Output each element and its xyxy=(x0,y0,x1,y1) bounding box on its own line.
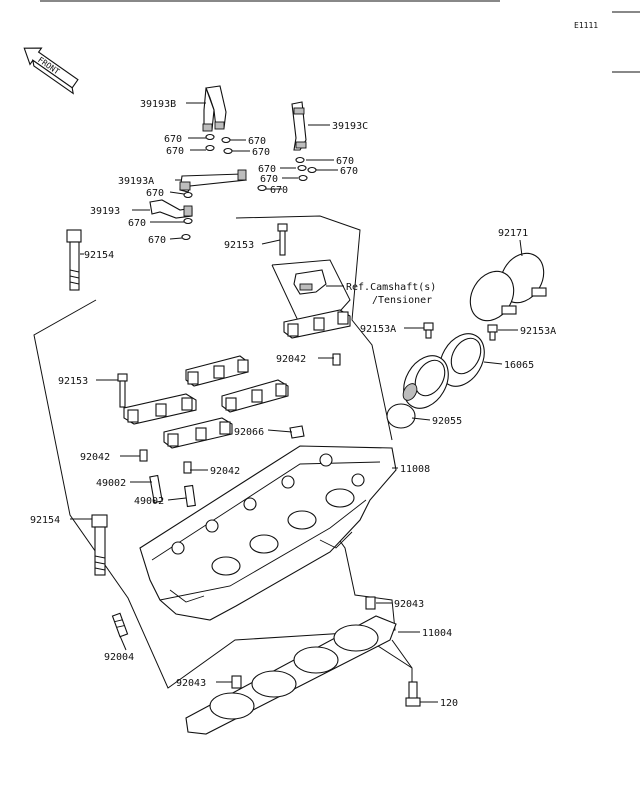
label-92153a: 92153A xyxy=(520,326,556,337)
intake-boot-16065 xyxy=(402,333,485,409)
hose-39193c xyxy=(291,101,307,151)
diagram-code: E1111 xyxy=(574,21,598,30)
label-670: 670 xyxy=(258,164,276,175)
label-39193: 39193 xyxy=(90,206,120,217)
part-labels: 39193B 39193C 670 670 670 670 670 670 67… xyxy=(30,99,556,709)
label-670: 670 xyxy=(166,146,184,157)
label-92154: 92154 xyxy=(84,250,114,261)
label-92042: 92042 xyxy=(210,466,240,477)
dowel-pin-92043 xyxy=(231,675,242,689)
bolt-92153a-right xyxy=(487,324,498,341)
bolt-92153a-left xyxy=(423,322,434,339)
label-11008: 11008 xyxy=(400,464,430,475)
label-92066: 92066 xyxy=(234,427,264,438)
ref-note-line1: Ref.Camshaft(s) xyxy=(346,282,436,293)
label-120: 120 xyxy=(440,698,458,709)
leader-lines xyxy=(70,102,523,703)
label-39193c: 39193C xyxy=(332,121,368,132)
label-92154: 92154 xyxy=(30,515,60,526)
label-49002: 49002 xyxy=(96,478,126,489)
ref-note-line2: /Tensioner xyxy=(372,295,432,306)
shaft-49002-a xyxy=(149,474,163,504)
label-670: 670 xyxy=(128,218,146,229)
bolt-92153-left xyxy=(117,373,128,408)
camshaft-holder-upper xyxy=(283,309,351,339)
label-92153: 92153 xyxy=(224,240,254,251)
dowel-pin-92042 xyxy=(183,461,192,474)
label-92171: 92171 xyxy=(498,228,528,239)
bolt-92153-upper xyxy=(277,223,288,256)
label-39193b: 39193B xyxy=(140,99,176,110)
label-670: 670 xyxy=(252,147,270,158)
dowel-pin-92042 xyxy=(332,353,341,366)
label-670: 670 xyxy=(146,188,164,199)
label-16065: 16065 xyxy=(504,360,534,371)
label-92043: 92043 xyxy=(394,599,424,610)
camshaft-holder-right-front xyxy=(163,417,233,449)
label-39193a: 39193A xyxy=(118,176,154,187)
hose-39193 xyxy=(149,199,193,219)
o-ring-92055 xyxy=(386,403,416,429)
label-92042: 92042 xyxy=(276,354,306,365)
clamp-92171 xyxy=(469,252,547,322)
shaft-49002-b xyxy=(184,484,196,508)
label-670: 670 xyxy=(164,134,182,145)
camshaft-holder-left-front xyxy=(123,393,197,425)
camshaft-holder-outline xyxy=(235,215,393,441)
bolt-92154-upper xyxy=(66,229,82,291)
label-92004: 92004 xyxy=(104,652,134,663)
bolt-120 xyxy=(405,681,421,707)
label-92153: 92153 xyxy=(58,376,88,387)
cam-chain-tensioner xyxy=(293,269,327,295)
dowel-pin-92042 xyxy=(139,449,148,462)
label-92055: 92055 xyxy=(432,416,462,427)
label-92153a: 92153A xyxy=(360,324,396,335)
head-assembly-outline xyxy=(33,299,396,689)
label-670: 670 xyxy=(336,156,354,167)
label-670: 670 xyxy=(260,174,278,185)
front-arrow-icon: FRONT xyxy=(23,47,79,95)
cylinder-head-11008 xyxy=(139,445,397,621)
camshaft-holder-left-rear xyxy=(185,355,249,387)
plug-92066 xyxy=(289,425,305,439)
camshaft-holder-right-rear xyxy=(221,379,289,413)
label-11004: 11004 xyxy=(422,628,452,639)
dowel-pin-92043 xyxy=(365,596,376,610)
label-670: 670 xyxy=(270,185,288,196)
stud-92004 xyxy=(111,612,129,638)
label-670: 670 xyxy=(148,235,166,246)
label-670: 670 xyxy=(340,166,358,177)
bolt-92154-lower xyxy=(91,514,108,576)
head-gasket-11004 xyxy=(185,615,397,735)
label-92043: 92043 xyxy=(176,678,206,689)
label-49002: 49002 xyxy=(134,496,164,507)
label-92042: 92042 xyxy=(80,452,110,463)
hose-39193b xyxy=(202,85,227,132)
label-670: 670 xyxy=(248,136,266,147)
hose-39193a xyxy=(179,169,247,193)
